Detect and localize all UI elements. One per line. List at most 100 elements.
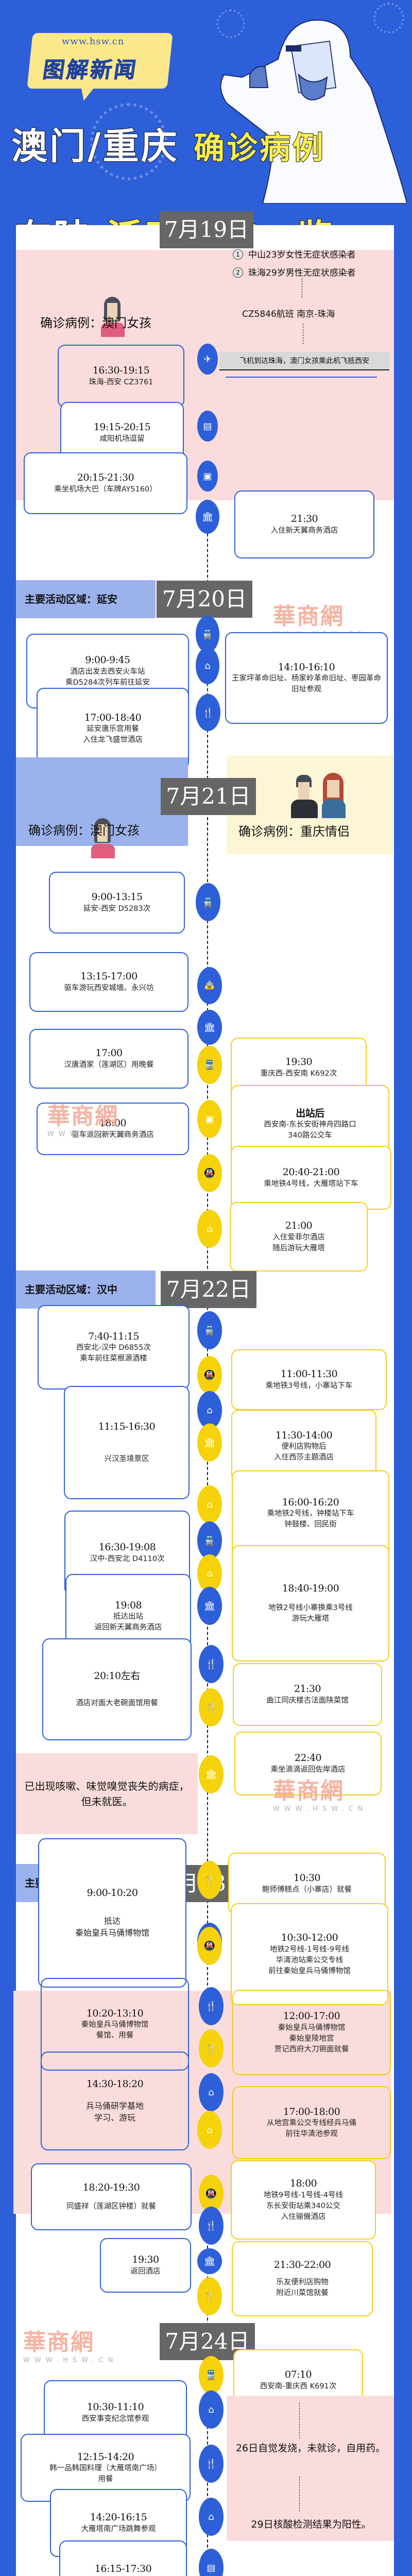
luggage-cart-icon: ▤ [197, 411, 218, 442]
event-desc: 兵马俑研学基地 学习、游玩 [85, 2101, 144, 2123]
event-time: 11:00-11:30 [280, 1368, 338, 1380]
hotel-icon: 🏛 [199, 1755, 224, 1793]
event-card: 9:00-13:15 延安-西安 D5283次 [49, 872, 185, 934]
avatar-chongqing-couple [291, 773, 348, 818]
date-tag-0722: 7月22日 [161, 1271, 256, 1308]
hotel-icon: 🏛 [197, 2248, 222, 2274]
event-card: 14:30-18:20 兵马俑研学基地 学习、游玩 [41, 2052, 189, 2150]
event-desc: 延安-西安 D5283次 [83, 904, 151, 913]
hotel-icon: 🏛 [197, 1587, 222, 1625]
event-time: 16:30-19:08 [98, 1541, 156, 1553]
event-desc: 西安北-汉中 D6855次 乘车前往菜根源酒楼 [76, 1344, 151, 1363]
event-desc: 汉唐酒家（莲湖区）用晚餐 [64, 1060, 154, 1069]
train-icon: 🚆 [197, 1521, 222, 1560]
event-time: 16:00-16:20 [282, 1496, 339, 1508]
date-tag-0720: 7月20日 [157, 581, 252, 618]
subway-icon: 🚇 [197, 1927, 222, 1965]
dining-icon: 🍴 [197, 1861, 222, 1899]
event-card: 18:20-19:30 同盛祥（莲湖区钟楼）就餐 [31, 2163, 192, 2230]
event-time: 10:30-12:00 [281, 1932, 338, 1944]
source-flight: CZ5846航班 南京-珠海 [242, 309, 335, 319]
event-card: 20:15-21:30 乘坐机场大巴（车牌AY5160） [24, 452, 187, 514]
event-card: 16:30-19:15 珠海-西安 CZ3761 [58, 345, 184, 408]
fever-note: 26日自觉发烧，未就诊，自用药。 [235, 2443, 386, 2454]
event-card: 17:00-18:00 从地宫乘公交专线经兵马俑 前往华清池参观 [232, 2086, 391, 2159]
positive-note: 29日核酸检测结果为阳性。 [251, 2519, 371, 2530]
date-tag-0721: 7月21日 [161, 778, 256, 815]
symptom-note: 已出现咳嗽、味觉嗅觉丧失的病症，但未就医。 [16, 1753, 198, 1834]
event-desc: 汉中-西安北 D4110次 [90, 1554, 165, 1563]
event-card: 18:00 地铁9号线-1号线-4号线 东长安街站乘340公交 入住骊僟酒店 [231, 2160, 376, 2240]
title-yellow-part: 确诊病例 [193, 130, 325, 167]
source-number-1: 1 [233, 249, 243, 260]
event-desc: 大雁塔南广场跳舞参观 [81, 2524, 156, 2533]
source-case-1: 中山23岁女性无症状感染者 [248, 250, 356, 260]
event-card: 20:10左右 酒店对面大老碗面馆用餐 [42, 1638, 192, 1740]
source-banner: 飞机到达珠海，澳门女孩乘此机飞抵西安 [219, 352, 389, 370]
event-desc: 地铁2号线-1号线-9号线 华清池站乘公交专线 前往秦始皇兵马俑博物馆 [268, 1945, 351, 1975]
plane-icon: ✈ [197, 344, 218, 375]
symptom-text: 已出现咳嗽、味觉嗅觉丧失的病症，但未就医。 [24, 1780, 190, 1808]
event-desc: 珠海-西安 CZ3761 [89, 378, 153, 386]
subway-icon: 🚇 [197, 1154, 222, 1192]
virus-decoration [90, 103, 167, 180]
dining-icon: 🍴 [199, 1688, 224, 1726]
event-time: 10:30-11:10 [87, 2401, 144, 2413]
event-desc: 入住爱菲尔酒店 随后游玩大雁塔 [272, 1233, 325, 1252]
header-url: www.hsw.cn [62, 36, 125, 47]
event-time: 18:00 [289, 2178, 317, 2190]
event-time: 20:15-21:30 [77, 472, 134, 484]
event-card: 21:00 入住爱菲尔酒店 随后游玩大雁塔 [230, 1202, 368, 1272]
dining-icon: 🍴 [196, 694, 220, 731]
event-card: 11:15-16:30 兴汉圣境景区 [64, 1386, 190, 1499]
event-time: 22:40 [294, 1752, 322, 1764]
dining-icon: 🍴 [197, 2277, 222, 2315]
event-desc: 王家坪革命旧址、杨家岭革命旧址、枣园革命旧址参观 [232, 674, 381, 694]
date-tag-0724: 7月24日 [160, 2323, 255, 2360]
event-time: 10:20-13:10 [86, 2007, 144, 2019]
event-time: 20:40-21:00 [282, 1166, 340, 1178]
event-card: 16:15-17:30 前往西安咸阳机场 [59, 2540, 187, 2576]
event-time: 16:15-17:30 [94, 2563, 152, 2575]
event-time: 18:40-19:00 [282, 1582, 339, 1594]
event-desc: 驱车返回新天翼商务酒店 [72, 1130, 154, 1139]
event-time: 19:08 [114, 1599, 142, 1611]
case-label-macau: 确诊病例：澳门女孩 [28, 823, 140, 838]
event-desc: 从地宫乘公交专线经兵马俑 前往华清池参观 [267, 2119, 356, 2139]
event-time: 21:30-22:00 [273, 2259, 331, 2270]
event-time: 11:15-16:30 [98, 1421, 156, 1433]
event-time: 17:00 [95, 1047, 123, 1059]
landmark-icon: ⌂ [199, 2073, 224, 2111]
event-card: 17:00-18:40 延安唐乐宫用餐 入住龙飞盛世酒店 [37, 688, 189, 769]
event-time: 9:00-10:20 [87, 1887, 138, 1899]
event-card: 9:00-10:20 抵达 秦始皇兵马俑博物馆 [38, 1838, 186, 1988]
event-time: 19:15-20:15 [93, 421, 151, 433]
event-desc: 乘地铁3号线，小寨站下车 [265, 1381, 353, 1390]
event-time: 10:30 [293, 1872, 321, 1884]
hotel-icon: 🏛 [196, 500, 219, 534]
event-card: 18:40-19:00 地铁2号线小寨换乘3号线 游玩大雁塔 [232, 1545, 389, 1662]
event-desc: 乘坐滴滴返回佐岸酒店 [270, 1765, 346, 1774]
source-case-2: 珠海29岁男性无症状感染者 [248, 268, 356, 278]
event-time: 07:10 [284, 2369, 312, 2381]
chongqing-note-box [227, 2396, 394, 2541]
subway-icon: 🚇 [199, 2175, 224, 2213]
event-time: 12:00-17:00 [283, 2010, 340, 2022]
event-desc: 酒店出发去西安火车站 乘D5284次列车前往延安 [65, 667, 150, 687]
event-desc: 西安南-重庆西 K691次 [260, 2382, 337, 2391]
event-card: 10:20-13:10 秦始皇兵马俑博物馆 餐馆、用餐 [41, 1978, 189, 2071]
train-icon: 🚆 [197, 1046, 222, 1084]
virus-decoration [216, 9, 245, 38]
event-card: 20:40-21:00 乘地铁4号线，大雁塔站下车 [231, 1146, 391, 1210]
avatar-macau-girl [91, 818, 116, 859]
event-desc: 乐友便利店购物 附近川菜馆就餐 [276, 2278, 329, 2298]
event-time: 17:00-18:40 [84, 711, 142, 723]
landmark-icon: ⌂ [197, 1485, 222, 1523]
event-desc: 地铁9号线-1号线-4号线 东长安街站乘340公交 入住骊僟酒店 [263, 2191, 344, 2221]
banner-underline [226, 377, 377, 378]
event-card: 17:00 汉唐酒家（莲湖区）用晚餐 [29, 1029, 188, 1089]
landmark-icon: ⌂ [197, 1210, 222, 1248]
avatar-macau-girl [101, 297, 126, 338]
